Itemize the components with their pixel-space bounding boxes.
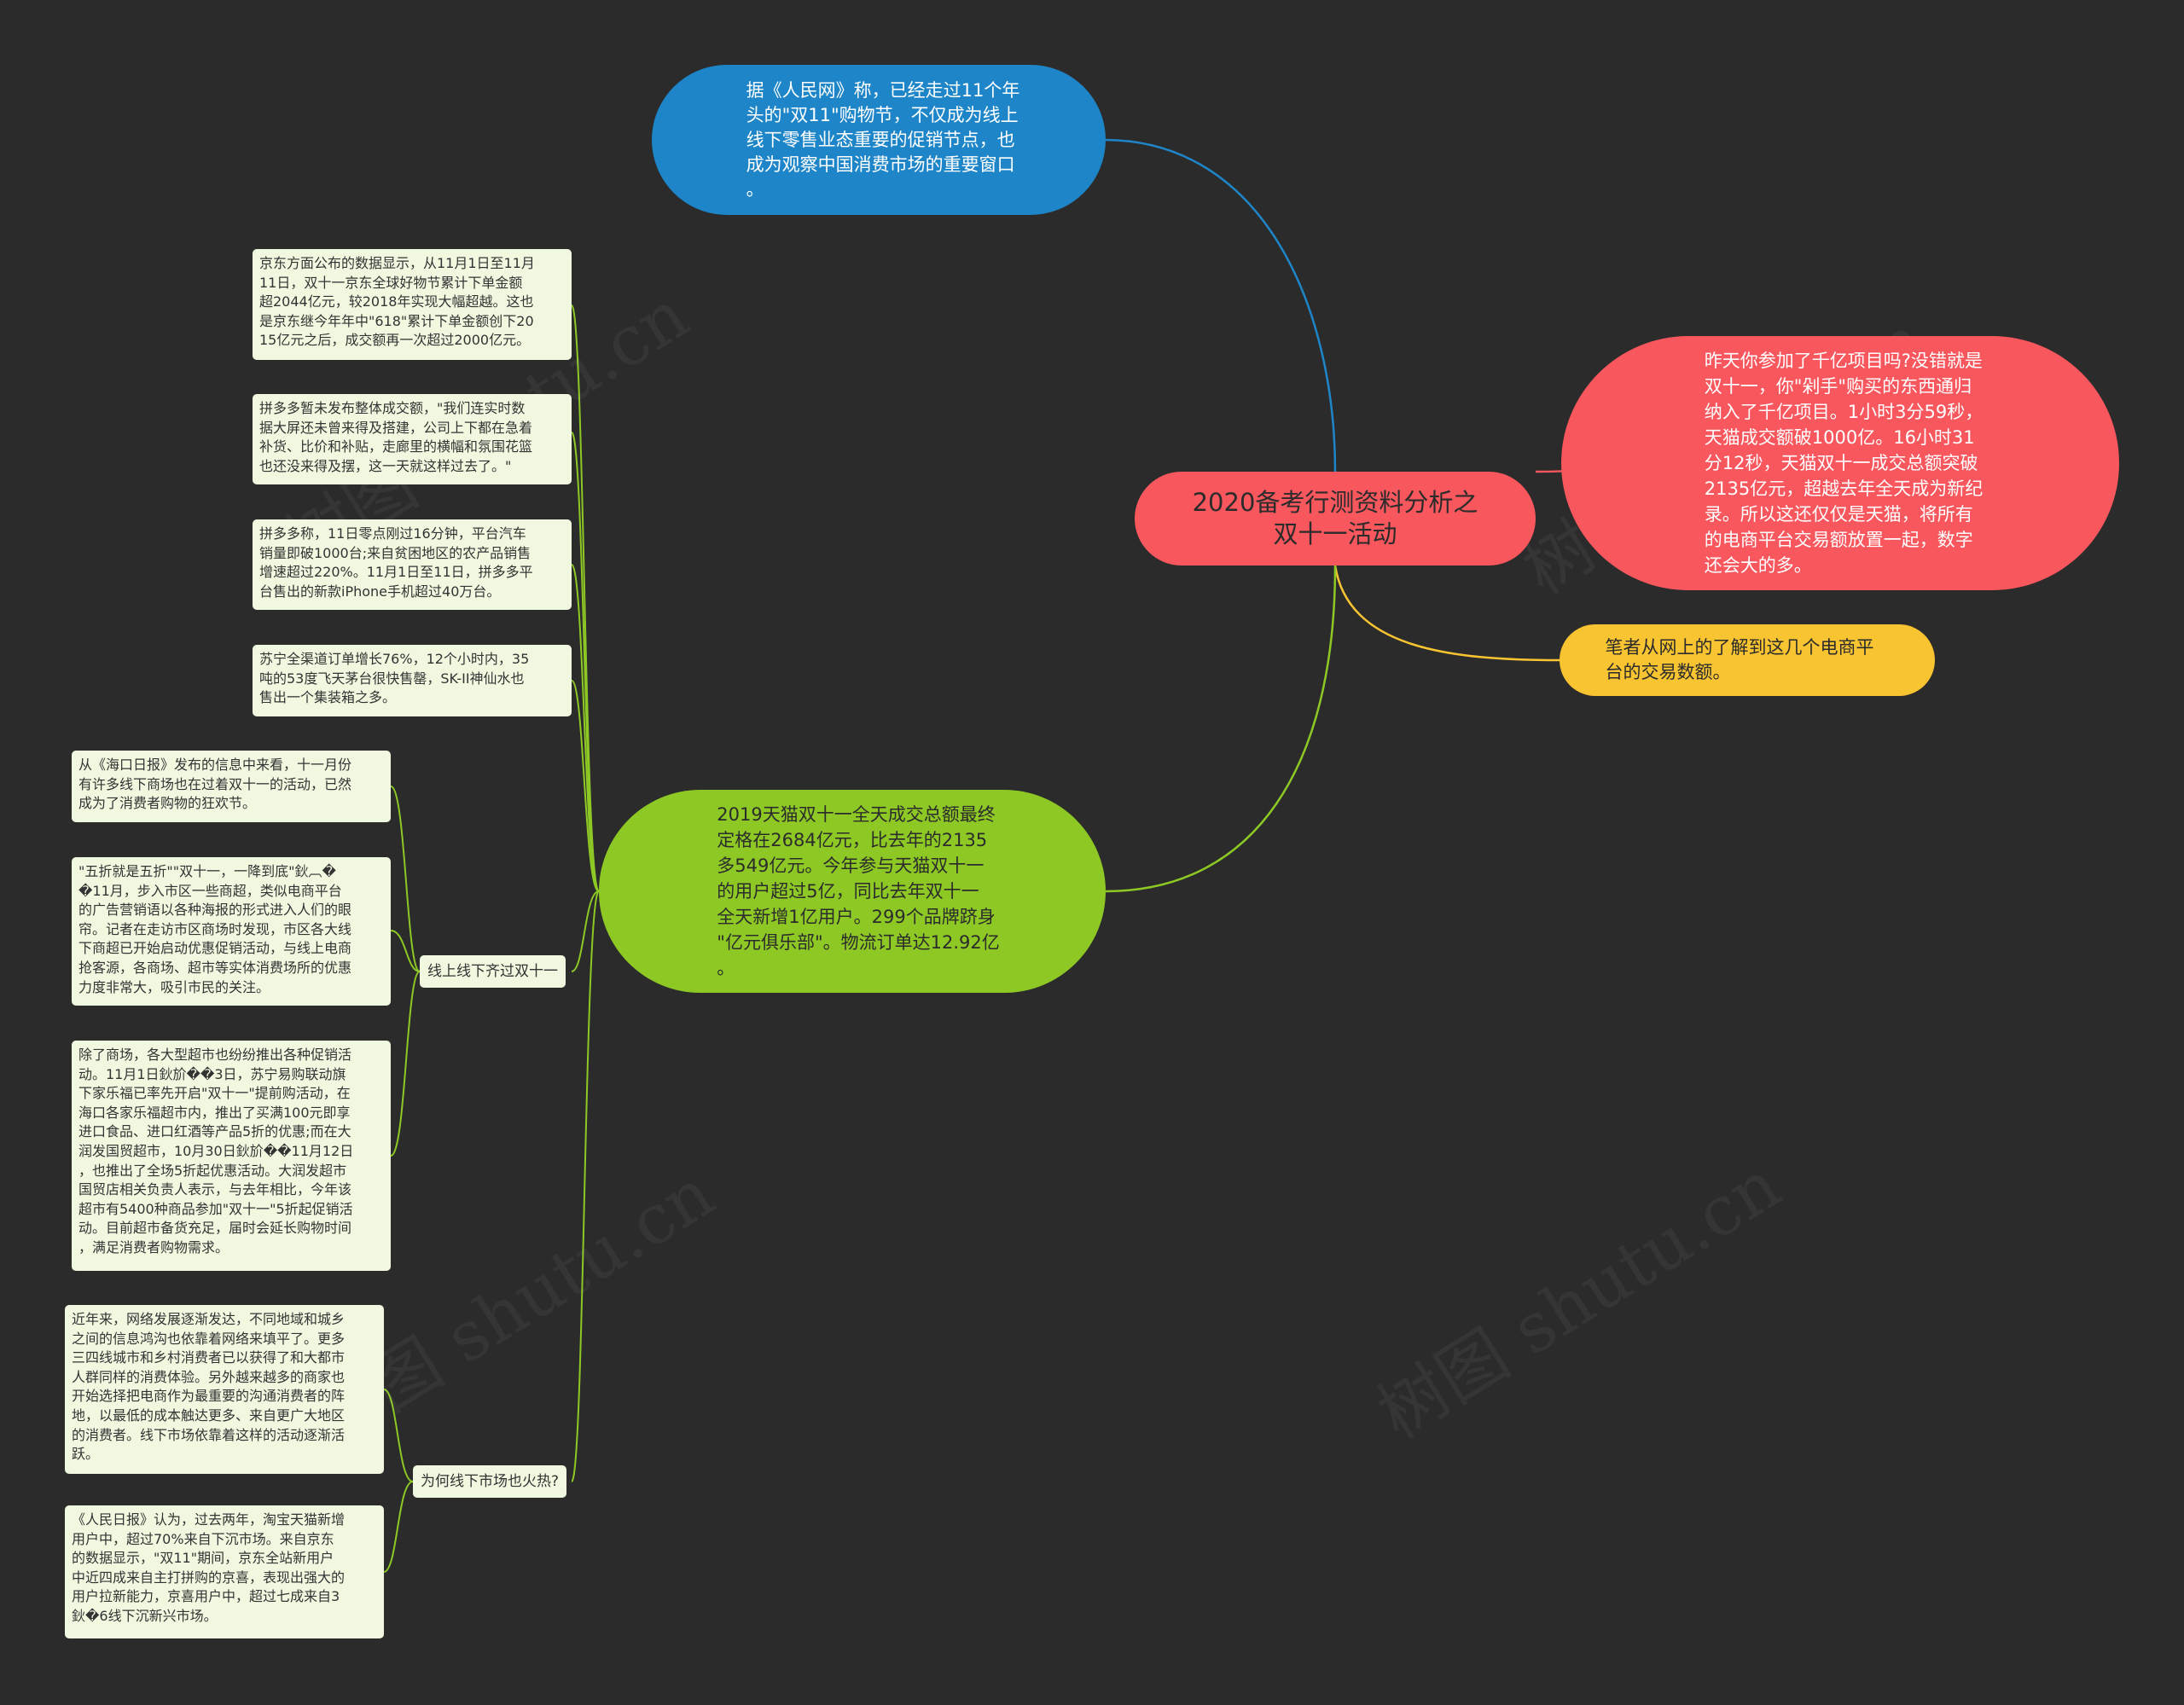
detail-suning-orders[interactable]: 苏宁全渠道订单增长76%，12个小时内，35 吨的53度飞天茅台很快售罄，SK-… [253, 645, 572, 716]
edge-main-detail-3 [571, 564, 600, 892]
offline-item-malls[interactable]: "五折就是五折""双十一，一降到底"鈥︹� �11月，步入市区一些商超，类似电商… [72, 857, 391, 1006]
topic-text: 昨天你参加了千亿项目吗?没错就是 双十一，你"剁手"购买的东西通归 纳入了千亿项… [1704, 351, 1984, 576]
edge-central-note [1333, 565, 1560, 662]
branch-label-offline[interactable]: 线上线下齐过双十一 [420, 955, 566, 988]
edge-why-item-2 [383, 1481, 414, 1573]
detail-pinduoduo-statement[interactable]: 拼多多暂未发布整体成交额，"我们连实时数 据大屏还未曾来得及搭建，公司上下都在急… [253, 394, 572, 484]
branch-label-why-offline-hot[interactable]: 为何线下市场也火热? [413, 1465, 567, 1498]
topic-text: 2019天猫双十一全天成交总额最终 定格在2684亿元，比去年的2135 多54… [717, 804, 1000, 978]
edge-offline-item-2 [390, 930, 421, 972]
topic-text: 据《人民网》称，已经走过11个年 头的"双11"购物节，不仅成为线上 线下零售业… [746, 79, 1020, 200]
detail-pinduoduo-sales[interactable]: 拼多多称，11日零点刚过16分钟，平台汽车 销量即破1000台;来自贫困地区的农… [253, 519, 572, 610]
topic-people-daily-intro[interactable]: 据《人民网》称，已经走过11个年 头的"双11"购物节，不仅成为线上 线下零售业… [652, 65, 1106, 215]
edge-central-top [1105, 138, 1337, 473]
edge-main-detail-2 [571, 432, 600, 892]
edge-offline-item-1 [390, 786, 421, 972]
topic-tmall-record[interactable]: 昨天你参加了千亿项目吗?没错就是 双十一，你"剁手"购买的东西通归 纳入了千亿项… [1561, 336, 2119, 590]
detail-jd-data[interactable]: 京东方面公布的数据显示，从11月1日至11月 11日，双十一京东全球好物节累计下… [253, 249, 572, 360]
offline-item-haikou-daily[interactable]: 从《海口日报》发布的信息中来看，十一月份 有许多线下商场也在过着双十一的活动，已… [72, 751, 391, 822]
edge-main-detail-4 [571, 680, 600, 892]
why-item-network[interactable]: 近年来，网络发展逐渐发达，不同地域和城乡 之间的信息鸿沟也依靠着网络来填平了。更… [65, 1305, 384, 1474]
offline-item-supermarkets[interactable]: 除了商场，各大型超市也纷纷推出各种促销活 动。11月1日鈥斺��3日，苏宁易购联… [72, 1041, 391, 1271]
why-item-peoples-daily[interactable]: 《人民日报》认为，过去两年，淘宝天猫新增 用户中，超过70%来自下沉市场。来自京… [65, 1505, 384, 1638]
edge-main-why [571, 890, 600, 1482]
edge-why-item-1 [383, 1389, 414, 1482]
edge-central-main [1105, 565, 1337, 893]
edge-offline-item-3 [390, 971, 421, 1157]
topic-author-note[interactable]: 笔者从网上的了解到这几个电商平 台的交易数额。 [1560, 624, 1935, 696]
central-topic[interactable]: 2020备考行测资料分析之 双十一活动 [1135, 472, 1536, 565]
edge-main-offline [571, 890, 600, 972]
topic-tmall-2019-total[interactable]: 2019天猫双十一全天成交总额最终 定格在2684亿元，比去年的2135 多54… [599, 790, 1106, 993]
topic-text: 笔者从网上的了解到这几个电商平 台的交易数额。 [1605, 637, 1874, 682]
central-topic-text: 2020备考行测资料分析之 双十一活动 [1192, 488, 1478, 548]
